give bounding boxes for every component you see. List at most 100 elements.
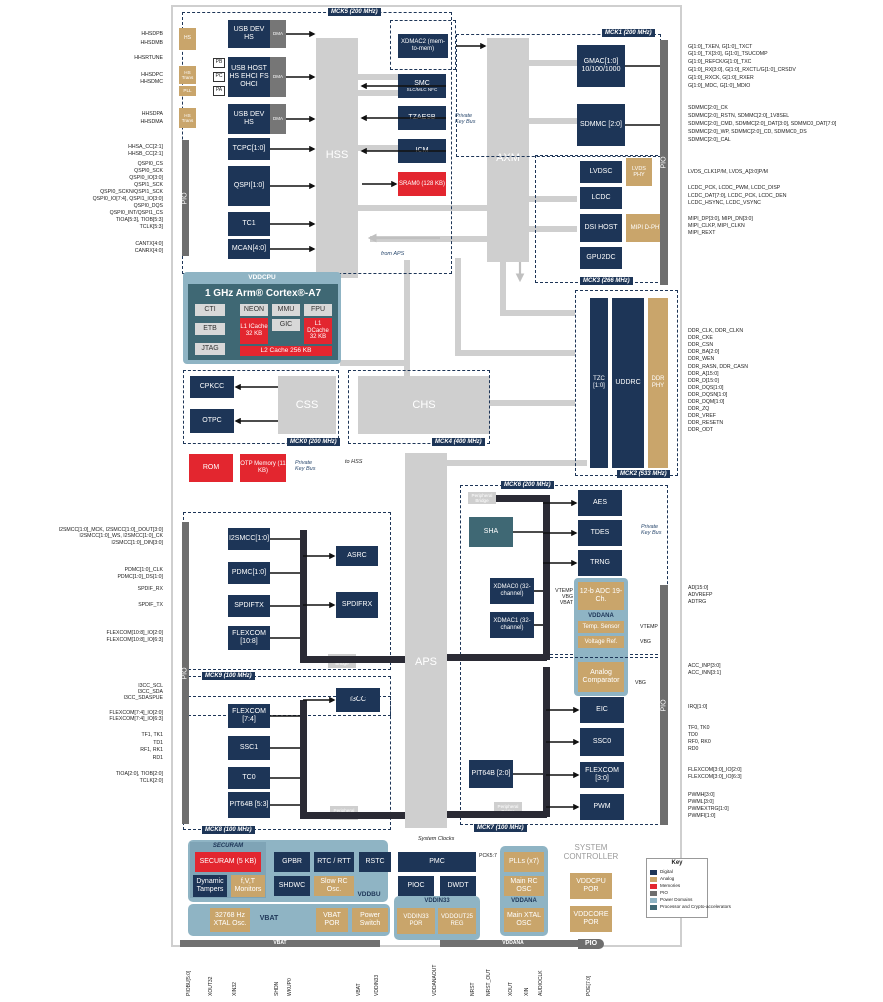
signal-label: HHSDMB [140, 40, 163, 46]
main-rc-osc: Main RC OSC [504, 876, 544, 896]
spdiftx-block: SPDIFTX [228, 595, 270, 617]
signal-label: FLEXCOM[10:8]_IO[6:3] [106, 637, 163, 643]
vddbu-label: VDDBU [357, 891, 381, 899]
signal-label: ACC_INP[3:0] [688, 663, 721, 669]
mcan-block: MCAN[4:0] [228, 239, 270, 259]
vbg-cmp: VBG [635, 680, 646, 686]
signal-label: RF1, RK1 [140, 747, 163, 753]
signal-label: QSPI0_SCK [134, 168, 163, 174]
axm-bus [487, 38, 529, 262]
signal-label: ADVREFP [688, 592, 713, 598]
aps-label: APS [414, 655, 437, 668]
signal-label: AD[15:0] [688, 585, 709, 591]
css-bus [278, 376, 336, 434]
rstc-block: RSTC [359, 852, 391, 872]
securam-block: SECURAM (5 KB) [195, 852, 261, 872]
signal-label: G[1:0]_TXEN, G[1:0]_TXCT [688, 44, 753, 50]
signal-label: LCDC_PCK, LCDC_PWM, LCDC_DISP [688, 185, 781, 191]
tcpc-block: TCPC[1:0] [228, 138, 270, 160]
signal-label: G[1:0]_RXCK, G[1:0]_RXER [688, 75, 754, 81]
signal-label: DDR_A[15:0] [688, 371, 719, 377]
pio-right-bottom: PIO [660, 585, 668, 825]
adc-block: 12-b ADC 19-Ch. [578, 582, 624, 610]
css-label: CSS [295, 398, 319, 411]
signal-label: PWMEXTRG[1:0] [688, 806, 729, 812]
signal-label: TD0 [688, 732, 698, 738]
ssc1-block: SSC1 [228, 736, 270, 760]
xtal32-osc: 32768 Hz XTAL Osc. [210, 908, 250, 932]
spdifrx-block: SPDIFRX [336, 592, 378, 618]
signal-label: TCLK[5:3] [139, 224, 163, 230]
sram0-block: SRAM0 (128 KB) [398, 172, 446, 196]
signal-label: DDR_DQSN[1:0] [688, 392, 728, 398]
dwdt-block: DWDT [440, 876, 476, 896]
signal-label: MIPI_DP[3:0], MIPI_DN[3:0] [688, 216, 753, 222]
pit64b-left: PIT64B [5:3] [228, 792, 270, 818]
private-key-bus-note-2: Private Key Bus [295, 460, 316, 472]
otpc-block: OTPC [190, 409, 234, 433]
usb-host: USB HOST HS EHCI FS OHCI [228, 57, 270, 97]
vddin33-label: VDDIN33 [424, 897, 450, 904]
signal-label: PWMFI[1:0] [688, 813, 716, 819]
domain-mck2-label: MCK2 (533 MHz) [617, 470, 670, 478]
signal-label: SPDIF_TX [138, 602, 163, 608]
ssc0-block: SSC0 [580, 728, 624, 756]
domain-mck7-label: MCK7 (100 MHz) [474, 824, 527, 832]
usb-dev-hs-1: USB DEV HS [228, 20, 270, 48]
signal-label: IRQ[1:0] [688, 704, 708, 710]
domain-mck9-label: MCK9 (100 MHz) [202, 672, 255, 680]
domain-mck0 [183, 370, 339, 444]
signal-label: G[1:0]_REFCK/G[1:0]_TXC [688, 59, 752, 65]
key-swatch [650, 870, 657, 875]
pll-block: PLL [179, 86, 196, 96]
signal-label: LVDS_CLK1P/M, LVDS_A[3:0]P/M [688, 169, 768, 175]
vddana-clk-label: VDDANA [511, 897, 537, 904]
peripheral-bridge-1: Peripheral Bridge [468, 492, 496, 504]
signal-label: I3CC_SDA [137, 689, 163, 695]
pit64b-right: PIT64B [2:0] [469, 760, 513, 788]
signal-label: PWMH[3:0] [688, 792, 715, 798]
hss-bus [316, 38, 358, 278]
signal-label: DDR_BA[2:0] [688, 349, 720, 355]
xdmac0-block: XDMAC0 (32-channel) [490, 578, 534, 604]
hs-phy-1: HS [179, 28, 196, 50]
gmac-block: GMAC[1:0] 10/100/1000 [577, 45, 625, 87]
temp-sensor: Temp. Sensor [578, 621, 624, 633]
domain-mck5-label: MCK5 (200 MHz) [328, 8, 381, 16]
signal-label: MIPI_REXT [688, 230, 716, 236]
pdmc-block: PDMC[1:0] [228, 562, 270, 584]
signal-label: LCDC_DAT[7:0], LCDC_PCK, LCDC_DEN [688, 193, 787, 199]
tc1-block: TC1 [228, 212, 270, 236]
signal-label: PDMC[1:0]_DS[1:0] [117, 574, 163, 580]
signal-label: DDR_VREF [688, 413, 716, 419]
analog-comparator: Analog Comparator [578, 662, 624, 692]
vbat-in: VBAT [559, 600, 573, 606]
uddrc-block: UDDRC [612, 298, 644, 468]
vddana-label: VDDANA [588, 612, 614, 619]
vddcore-por: VDDCORE POR [570, 906, 612, 932]
dma-1: DMA [270, 20, 286, 48]
signal-label: SDMMC[2:0]_WP, SDMMC[2:0]_CD, SDMMC0_DS [688, 129, 807, 135]
signal-label: I2SMCC[1:0]_WS, I2SMCC[1:0]_CK [79, 533, 163, 539]
securam-title: SECURAM [212, 843, 244, 850]
signal-label: TIOA[5:3], TIOB[5:3] [115, 217, 163, 223]
signal-label: DDR_D[15:0] [688, 378, 719, 384]
i3cc-block: I3CC [336, 688, 380, 712]
chs-bus [358, 376, 490, 434]
domain-mck3-label: MCK3 (266 MHz) [580, 277, 633, 285]
domain-mck4 [348, 370, 490, 444]
vbat-label: VBAT [259, 915, 279, 923]
signal-label: TF1, TK1 [141, 732, 163, 738]
signal-label: QSPI1_SCK [134, 182, 163, 188]
gpu2dc-block: GPU2DC [580, 247, 622, 269]
signal-label: ACC_INN[3:1] [688, 670, 721, 676]
dynamic-tampers: Dynamic Tampers [193, 875, 227, 897]
vtemp-out: VTEMP [640, 624, 658, 630]
dma-3: DMA [270, 104, 286, 134]
signal-label: HHSDPC [141, 72, 163, 78]
vbat-bar: VBAT [180, 940, 380, 947]
signal-label: HHSDPA [141, 111, 163, 117]
aps-bus [405, 453, 447, 828]
